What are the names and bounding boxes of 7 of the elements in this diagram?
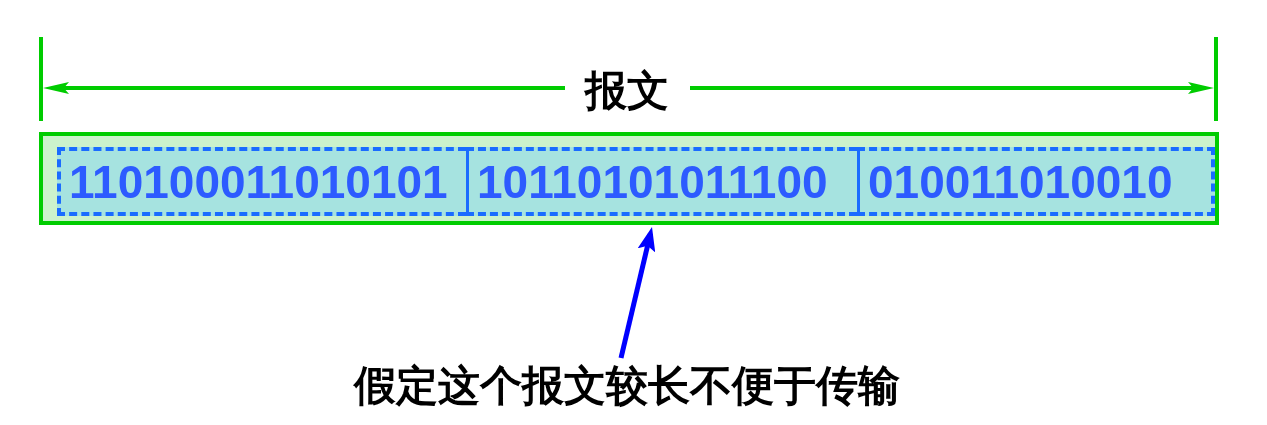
dimension-label: 报文 [585, 66, 669, 116]
message-box [39, 132, 1219, 225]
segment-box: 110100011010101 [57, 147, 466, 216]
note-text: 假定这个报文较长不便于传输 [354, 358, 900, 414]
segment-box: 010011010010 [857, 147, 1215, 216]
segment-box: 10110101011100 [466, 147, 857, 216]
arrow [618, 227, 656, 359]
